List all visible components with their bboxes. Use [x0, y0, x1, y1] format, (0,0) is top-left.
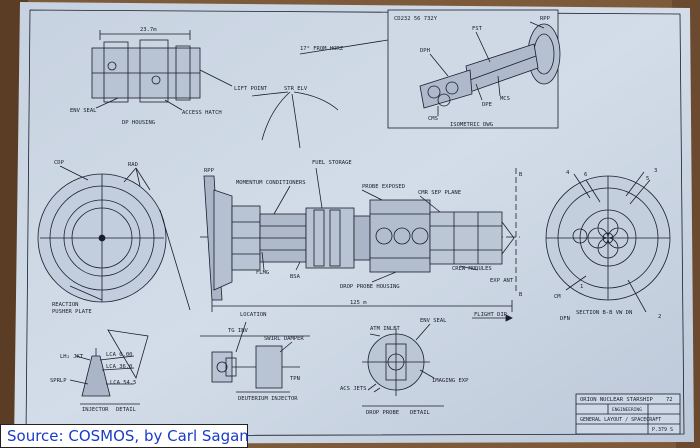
rpp-label: RPP [204, 168, 215, 174]
num-5-label: 5 [646, 176, 649, 182]
num-1-label: 1 [580, 284, 583, 290]
lca36-label: LCA 36.0 [106, 364, 133, 370]
env-seal-top-label: ENV SEAL [70, 108, 97, 114]
dp-housing-figure [91, 30, 233, 111]
title-dept: ENGINEERING [612, 407, 642, 413]
iso-title-label: ISOMETRIC DWG [450, 122, 493, 128]
bsa-label: BSA [290, 274, 301, 280]
injector-label: INJECTOR [82, 407, 109, 413]
str-elv-label: STR ELV [284, 86, 308, 92]
crew-modules-label: CREW MODULES [452, 266, 492, 272]
num-2-label: 2 [658, 314, 661, 320]
exp-ant-label: EXP ANT [490, 278, 514, 284]
title-number: P.379 S [652, 427, 673, 433]
sprlp-label: SPRLP [50, 378, 67, 384]
pusher-plate-label: PUSHER PLATE [52, 309, 92, 315]
iso-cms-label: CMS [428, 116, 438, 122]
fuel-storage-label: FUEL STORAGE [312, 160, 352, 166]
rad-label: RAD [128, 162, 138, 168]
flmg-label: FLMG [256, 270, 269, 276]
iso-dpe-label: DPE [482, 102, 492, 108]
title-project: ORION NUCLEAR STARSHIP [580, 397, 654, 403]
title-block-text: ORION NUCLEAR STARSHIP 72 ENGINEERING GE… [580, 397, 673, 433]
env-seal-label: ENV SEAL [420, 318, 447, 324]
iso-fst-label: FST [472, 26, 483, 32]
tg-inv-label: TG INV [228, 328, 249, 334]
num-6-label: 6 [584, 172, 587, 178]
probe-exposed-label: PROBE EXPOSED [362, 184, 405, 190]
lca0-label: LCA 0.00 [106, 352, 133, 358]
atm-inlet-label: ATM INLET [370, 326, 400, 332]
str-elv-arrows [251, 91, 339, 149]
drop-probe-label: DROP PROBE [366, 410, 399, 416]
title-drawing: GENERAL LAYOUT / SPACECRAFT [580, 417, 661, 423]
ship-side-elevation [200, 167, 520, 322]
iso-id-label: CD232 56 732Y [394, 16, 438, 22]
dfn-label: DFN [560, 316, 570, 322]
lca54-label: LCA 54.5 [110, 380, 137, 386]
section-bb-label: SECTION B-B VW DN [576, 310, 632, 316]
lh2-label: LH₂ JKT [60, 354, 84, 360]
flight-dir-label: FLIGHT DIR [474, 312, 508, 318]
dim-top-label: 23.7m [140, 27, 157, 33]
tpn-label: TPN [290, 376, 300, 382]
iso-mcs-label: MCS [500, 96, 510, 102]
cm-label: CM [554, 294, 561, 300]
isometric-inset [299, 9, 561, 129]
num-4-label: 4 [566, 170, 570, 176]
title-sheet-no: 72 [666, 397, 673, 403]
cmr-sep-label: CMR SEP PLANE [418, 190, 461, 196]
location-label: LOCATION [240, 312, 267, 318]
b-top-label: B [519, 172, 523, 178]
lift-point-label: LIFT POINT [234, 86, 268, 92]
swirl-damper-label: SWIRL DAMPER [264, 336, 304, 342]
detail1-label: DETAIL [410, 410, 431, 416]
drop-probe-housing-label: DROP PROBE HOUSING [340, 284, 400, 290]
acs-jets-label: ACS JETS [340, 386, 367, 392]
drawing-labels: 23.7m LIFT POINT ENV SEAL ACCESS HATCH D… [50, 16, 661, 416]
imaging-exp-label: IMAGING EXP [432, 378, 469, 384]
dp-housing-label: DP HOUSING [122, 120, 155, 126]
pusher-plate-end-view [37, 165, 191, 311]
source-caption: Source: COSMOS, by Carl Sagan [0, 424, 249, 448]
momentum-label: MOMENTUM CONDITIONERS [236, 180, 306, 186]
b-bot-label: B [519, 292, 523, 298]
iso-dph-label: DPH [420, 48, 430, 54]
title-block [575, 393, 681, 435]
deuterium-label: DEUTERIUM INJECTOR [238, 396, 298, 402]
section-bb-view [545, 171, 671, 313]
reaction-label: REACTION [52, 302, 79, 308]
num-3-label: 3 [654, 168, 657, 174]
deuterium-injector-figure [200, 321, 310, 393]
injector-figure [69, 329, 149, 405]
detail2-label: DETAIL [116, 407, 137, 413]
drop-probe-figure [362, 323, 444, 407]
access-hatch-label: ACCESS HATCH [182, 110, 222, 116]
cdp-label: CDP [54, 160, 65, 166]
dim-125-label: 125 m [350, 300, 367, 306]
iso-rpp-label: RPP [540, 16, 551, 22]
horz-label: 17° FROM HORZ [300, 46, 344, 52]
